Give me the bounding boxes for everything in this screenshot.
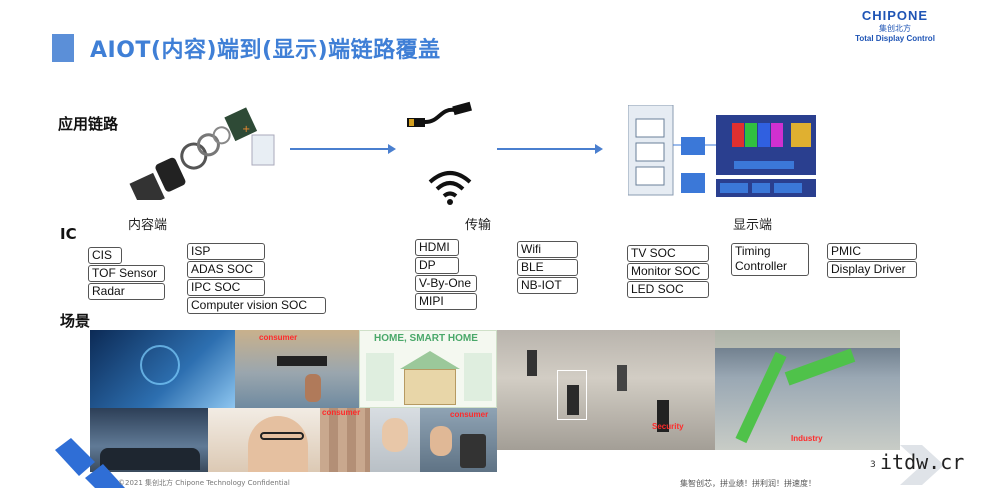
transmission-column-label: 传输: [465, 218, 492, 233]
ic-chip-tv-soc: TV SOC: [627, 245, 709, 262]
scene-tag-consumer-3: consumer: [450, 410, 489, 419]
ic-chip-timing-controller: Timing Controller: [731, 243, 809, 276]
ic-chip-hdmi: HDMI: [415, 239, 459, 256]
scene-photo-car-cockpit: [90, 408, 208, 472]
content-to-transmission-arrow: [290, 144, 396, 154]
ic-chip-tof-sensor: TOF Sensor: [88, 265, 165, 282]
logo-chinese-name: 集创北方: [879, 24, 911, 33]
camera-module-illustration: +: [129, 107, 275, 200]
scene-photo-face-scan: [370, 408, 420, 472]
scene-tag-consumer-2: consumer: [322, 408, 361, 417]
page-number: 3: [870, 460, 876, 470]
ic-chip-radar: Radar: [88, 283, 165, 300]
ic-chip-wifi: Wifi: [517, 241, 578, 258]
scene-photo-drone: consumer: [235, 330, 359, 408]
display-block-diagram: [628, 105, 816, 197]
ic-chip-v-by-one: V-By-One: [415, 275, 477, 292]
scene-tag-smart-home: HOME, SMART HOME: [374, 333, 478, 344]
title-accent-bar: [52, 34, 74, 62]
svg-text:+: +: [242, 124, 250, 135]
transmission-to-display-arrow: [497, 144, 603, 154]
scene-tag-security: Security: [652, 422, 684, 431]
scene-tag-industry: Industry: [791, 434, 823, 443]
ic-chip-adas-soc: ADAS SOC: [187, 261, 265, 278]
display-column-label: 显示端: [733, 218, 773, 233]
scene-photo-face-grid: consumer: [320, 408, 370, 472]
scene-photo-industry-robot: Industry: [715, 330, 900, 450]
wifi-icon: [428, 171, 472, 205]
hdmi-cable-icon: [407, 101, 472, 127]
scene-tag-consumer-1: consumer: [259, 333, 298, 342]
company-logo: CHIPONE 集创北方 Total Display Control: [840, 8, 950, 43]
ic-chip-ble: BLE: [517, 259, 578, 276]
ic-chip-computer-vision-soc: Computer vision SOC: [187, 297, 326, 314]
scene-section-label: 场景: [60, 312, 91, 330]
ic-chip-ipc-soc: IPC SOC: [187, 279, 265, 296]
scene-photo-face-unlock: consumer: [420, 408, 497, 472]
ic-chip-cis: CIS: [88, 247, 122, 264]
footer-slogan: 集智创芯，拼业绩！拼利润！拼速度！: [680, 479, 816, 488]
corner-decoration: [55, 438, 125, 488]
logo-tagline: Total Display Control: [855, 34, 935, 43]
scene-photo-crowd-security: Security: [497, 330, 715, 450]
footer-copyright: ©2021 集创北方 Chipone Technology Confidenti…: [118, 479, 290, 487]
ic-chip-pmic: PMIC: [827, 243, 917, 260]
page-title: AIOT(内容)端到(显示)端链路覆盖: [90, 38, 441, 63]
watermark-text: itdw.cr: [880, 450, 965, 474]
scene-photo-smart-glasses: [208, 408, 320, 472]
scene-photo-ar-hologram: [90, 330, 235, 408]
ic-chip-dp: DP: [415, 257, 459, 274]
chain-section-label: 应用链路: [58, 115, 119, 133]
ic-chip-nb-iot: NB-IOT: [517, 277, 578, 294]
ic-chip-display-driver: Display Driver: [827, 261, 917, 278]
ic-section-label: IC: [60, 225, 77, 243]
ic-chip-mipi: MIPI: [415, 293, 477, 310]
ic-chip-led-soc: LED SOC: [627, 281, 709, 298]
ic-chip-monitor-soc: Monitor SOC: [627, 263, 709, 280]
content-column-label: 内容端: [128, 218, 168, 233]
scene-photo-smart-home: HOME, SMART HOME: [359, 330, 497, 408]
corner-chevron-decoration: [900, 445, 944, 485]
ic-chip-isp: ISP: [187, 243, 265, 260]
logo-wordmark: CHIPONE: [861, 8, 929, 23]
